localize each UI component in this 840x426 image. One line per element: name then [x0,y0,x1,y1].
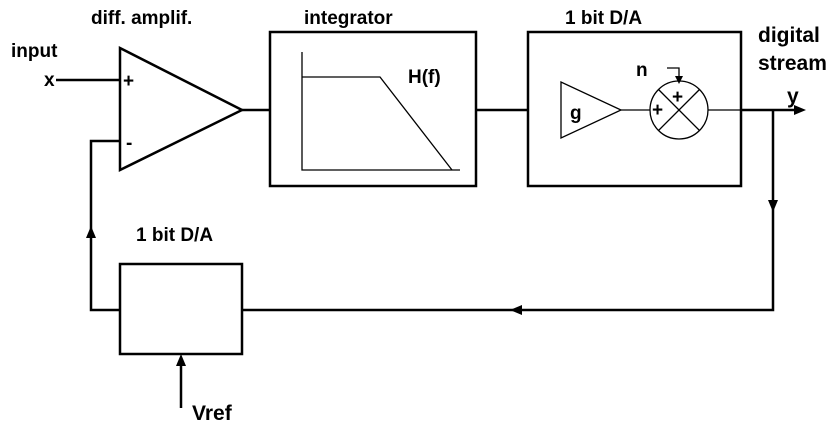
feedback-up-arrowhead [86,226,96,238]
feedback-left-arrowhead [510,305,522,315]
integrator-label: integrator [304,8,393,29]
diff-amplifier-label: diff. amplif. [91,8,192,29]
noise-wire [667,67,680,78]
noise-label: n [636,60,648,81]
summing-cross-2 [658,89,700,131]
noise-arrowhead [675,76,683,84]
dac-top-box [526,30,743,188]
output-arrowhead [794,105,806,115]
dac-bottom-box [118,262,244,356]
integrator-box [268,30,478,188]
stream-label: stream [758,52,827,75]
sum-plus-top-sign: + [672,87,683,108]
x-label: x [44,70,55,91]
plus-input-sign: + [123,71,134,92]
transfer-function-label: H(f) [408,67,441,88]
sum-plus-left-sign: + [652,100,663,121]
y-label: y [787,85,799,108]
feedback-down-arrowhead [768,200,778,212]
integrator-axes [301,52,460,171]
input-label: input [11,41,58,62]
dac-bottom-label: 1 bit D/A [136,225,213,246]
vref-label: Vref [192,402,233,425]
vref-arrowhead [176,354,186,366]
transfer-function-curve [302,76,453,171]
digital-label: digital [758,24,820,47]
dac-top-label: 1 bit D/A [565,8,642,29]
gain-triangle [560,80,623,140]
feedback-wire-right [242,110,775,312]
feedback-wire-left [89,139,120,312]
minus-input-sign: - [126,133,132,154]
gain-label: g [570,103,582,124]
diff-amplifier-triangle [118,45,245,173]
